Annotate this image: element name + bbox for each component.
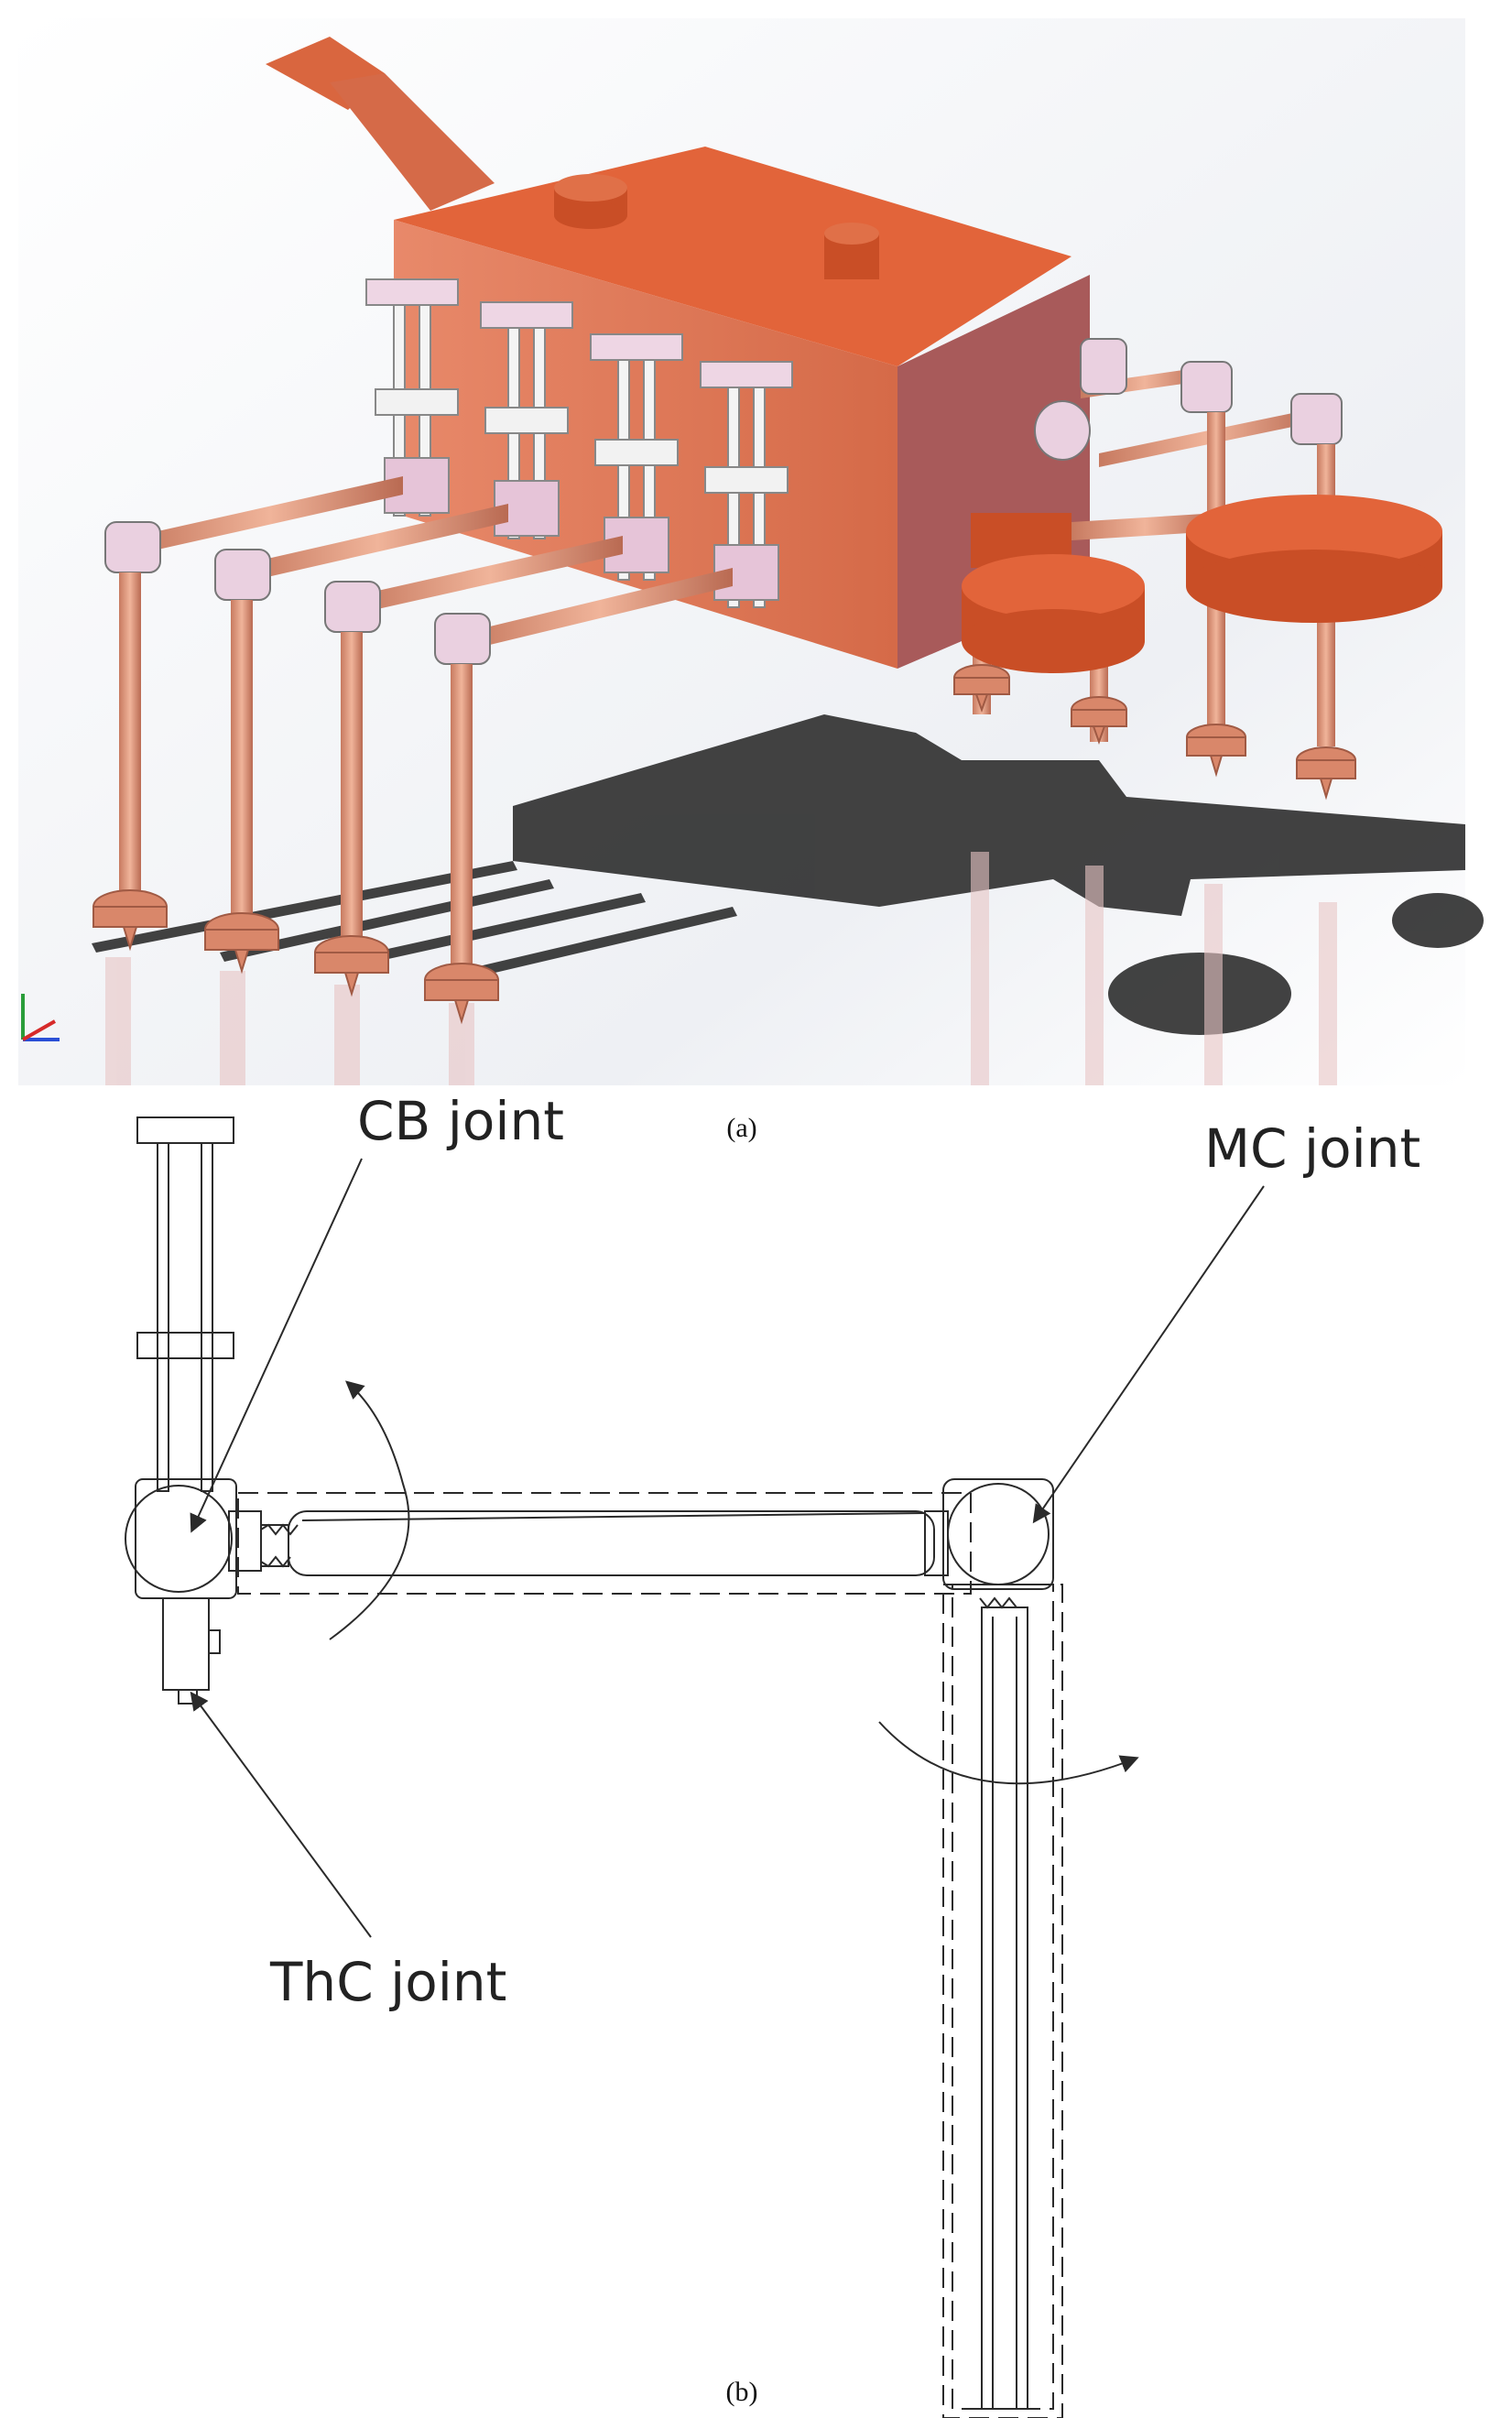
rear-platforms xyxy=(962,495,1442,673)
front-links xyxy=(137,476,733,650)
ground-shadow xyxy=(92,714,1484,1035)
rear-joints xyxy=(1034,338,1343,461)
label-mc-joint: MC joint xyxy=(1204,1117,1421,1180)
label-cb-joint: CB joint xyxy=(357,1090,564,1152)
femur-envelope xyxy=(237,1492,972,1595)
cb-rotation-arrow xyxy=(329,1380,410,1640)
front-knee-joints xyxy=(104,521,491,665)
front-legs xyxy=(119,572,473,975)
cb-leader xyxy=(190,1158,363,1533)
xyz-axes-icon xyxy=(21,994,60,1041)
caption-b: (b) xyxy=(725,2377,758,2407)
femur-link xyxy=(260,1510,949,1576)
top-cylinders xyxy=(554,174,879,279)
robot-render xyxy=(18,18,1484,1085)
caption-a: (a) xyxy=(726,1113,757,1143)
feed-chute xyxy=(266,37,495,211)
tibia-envelope xyxy=(942,1584,1063,2418)
thc-joint xyxy=(162,1597,221,1705)
tibia-link xyxy=(979,1596,1028,2410)
mc-joint xyxy=(942,1478,1054,1590)
panel-b: CB joint MC joint ThC joint xyxy=(0,1090,1512,2418)
vertical-actuator xyxy=(136,1116,234,1492)
cb-joint xyxy=(125,1478,262,1599)
mc-rotation-arrow xyxy=(878,1721,1139,1785)
label-thc-joint: ThC joint xyxy=(270,1951,507,2013)
leg-schematic xyxy=(125,1116,1265,2418)
panel-a: (a) xyxy=(0,0,1512,1143)
front-actuators xyxy=(365,278,793,608)
mc-leader xyxy=(1032,1185,1265,1524)
thc-leader xyxy=(190,1691,372,1938)
front-feet xyxy=(92,889,499,1025)
rear-feet xyxy=(953,664,1356,801)
floor-reflections xyxy=(105,852,1337,1085)
